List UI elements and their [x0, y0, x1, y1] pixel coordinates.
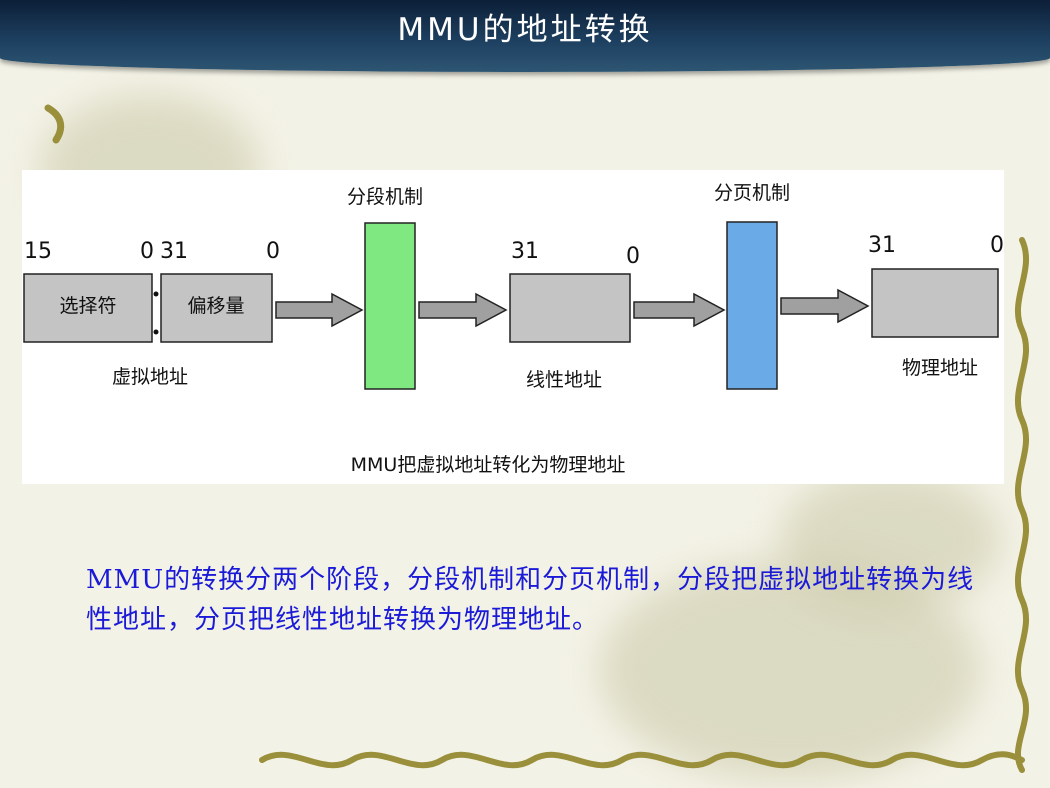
background-leaf-decoration — [780, 470, 1000, 610]
segmentation-label: 分段机制 — [347, 186, 423, 208]
selector-high-bit: 15 — [24, 239, 52, 264]
selector-field — [23, 273, 153, 343]
arrow — [418, 292, 508, 328]
offset-low-bit: 0 — [266, 239, 280, 264]
physical-high-bit: 31 — [868, 233, 896, 258]
arrow — [780, 288, 870, 324]
linear-address-caption: 线性地址 — [526, 369, 602, 391]
paging-unit-block — [726, 221, 778, 390]
linear-high-bit: 31 — [511, 239, 539, 264]
paging-label: 分页机制 — [714, 182, 790, 204]
physical-address-caption: 物理地址 — [902, 357, 978, 379]
segmentation-unit-block — [364, 222, 416, 390]
slide-title: MMU的地址转换 — [397, 12, 653, 48]
address-translation-diagram: 分段机制 分页机制 15 0 选择符 31 0 偏移量 虚拟地址 31 0 线性… — [22, 170, 1004, 484]
physical-address-register — [871, 268, 999, 338]
diagram-caption: MMU把虚拟地址转化为物理地址 — [351, 454, 626, 476]
physical-low-bit: 0 — [990, 233, 1004, 258]
field-separator-dot — [153, 291, 159, 297]
virtual-address-caption: 虚拟地址 — [112, 366, 188, 388]
linear-address-register — [509, 273, 631, 343]
arrow — [633, 292, 726, 328]
offset-high-bit: 31 — [160, 239, 188, 264]
selector-low-bit: 0 — [140, 239, 154, 264]
field-separator-dot — [153, 329, 159, 335]
offset-label: 偏移量 — [187, 295, 244, 317]
offset-field — [160, 273, 273, 343]
linear-low-bit: 0 — [626, 244, 640, 269]
selector-label: 选择符 — [59, 295, 116, 317]
arrow — [275, 292, 364, 328]
title-bar: MMU的地址转换 — [0, 0, 1050, 72]
explanation-paragraph: MMU的转换分两个阶段，分段机制和分页机制，分段把虚拟地址转换为线性地址，分页把… — [86, 565, 975, 635]
